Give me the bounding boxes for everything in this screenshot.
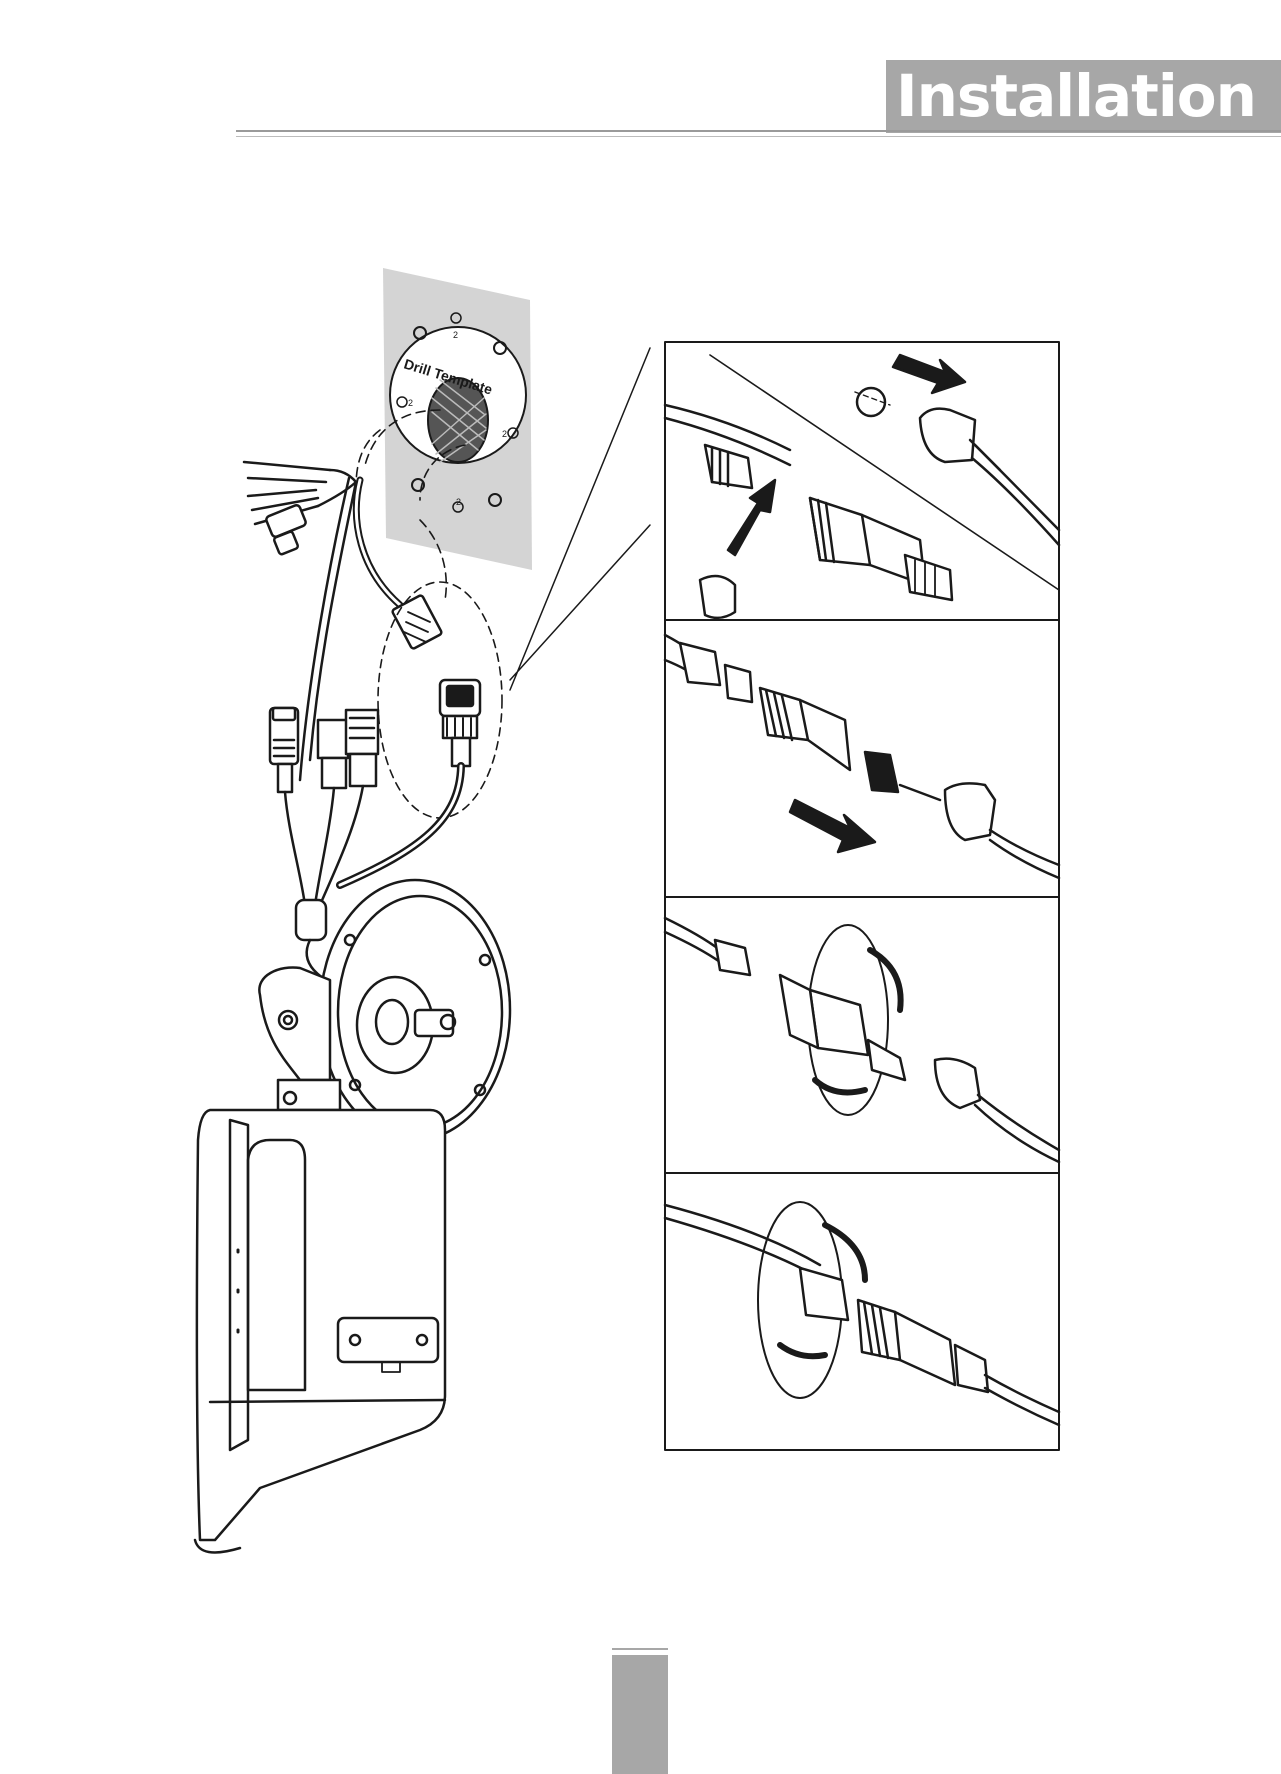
mount-plate [320,880,510,1140]
step-panels [665,342,1059,1450]
hole-mark-right: 2 [502,429,507,439]
hole-mark-left: 2 [408,398,413,408]
hole-mark-bottom: 2 [456,497,461,507]
page-tab-rule [612,1648,668,1650]
camera-arm [259,967,340,1110]
page-number-tab [612,1655,668,1774]
hole-mark-top: 2 [453,330,458,340]
camera-body [195,1110,445,1553]
drill-template: Drill Template 2 2 2 2 [383,268,532,570]
power-connector [270,708,305,905]
